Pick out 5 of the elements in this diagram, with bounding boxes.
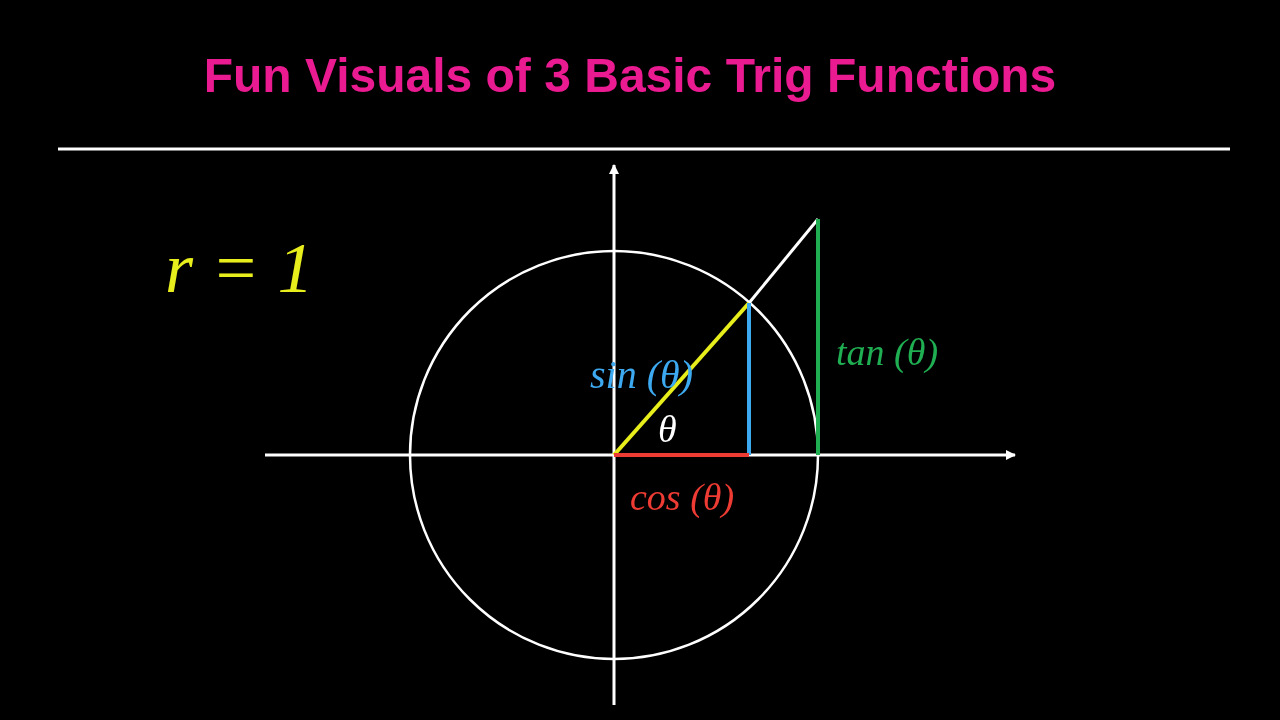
title: Fun Visuals of 3 Basic Trig Functions: [202, 48, 1058, 103]
radius-label: r = 1: [165, 232, 314, 304]
tangent-label: tan (θ): [836, 333, 939, 371]
angle-label: θ: [658, 410, 677, 448]
cosine-label: cos (θ): [630, 478, 735, 516]
